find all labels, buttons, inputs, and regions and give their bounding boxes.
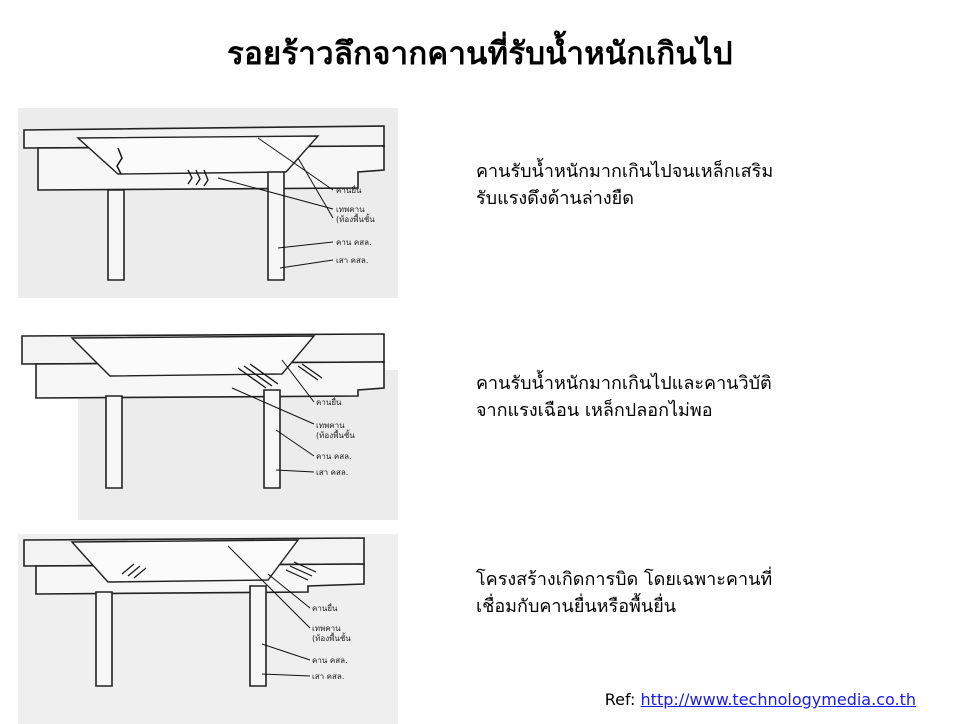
label-rc-column: เสา คสล. [336, 256, 368, 265]
caption-3-line2: เชื่อมกับคานยื่นหรือพื้นยื่น [476, 596, 677, 617]
label-slab: เทพคาน [336, 205, 365, 214]
beam-diagram-1: คานยื่น เทพคาน (ท้องพื้นชั้น คาน คสล. เส… [18, 108, 398, 298]
reference-link[interactable]: http://www.technologymedia.co.th [640, 690, 916, 709]
beam-diagram-2: คานยื่น เทพคาน (ท้องพื้นชั้น คาน คสล. เส… [18, 330, 398, 520]
caption-1-line1: คานรับน้ำหนักมากเกินไปจนเหล็กเสริม [476, 161, 774, 182]
caption-1: คานรับน้ำหนักมากเกินไปจนเหล็กเสริม รับแร… [476, 158, 876, 212]
caption-3-line1: โครงสร้างเกิดการบิด โดยเฉพาะคานที่ [476, 569, 773, 590]
label-rc-beam: คาน คสล. [336, 238, 372, 247]
label-rc-column: เสา คสล. [312, 672, 344, 681]
reference-prefix: Ref: [604, 690, 641, 709]
label-cantilever-beam: คานยื่น [312, 602, 338, 613]
label-slab-note: (ท้องพื้นชั้น [316, 429, 355, 440]
label-slab: เทพคาน [316, 421, 345, 430]
label-slab: เทพคาน [312, 624, 341, 633]
reference: Ref: http://www.technologymedia.co.th [605, 690, 916, 709]
label-rc-beam: คาน คสล. [312, 656, 348, 665]
caption-2: คานรับน้ำหนักมากเกินไปและคานวิบัติ จากแร… [476, 370, 876, 424]
label-rc-column: เสา คสล. [316, 468, 348, 477]
caption-2-line2: จากแรงเฉือน เหล็กปลอกไม่พอ [476, 400, 713, 421]
page-title: รอยร้าวลึกจากคานที่รับน้ำหนักเกินไป [227, 36, 733, 72]
caption-3: โครงสร้างเกิดการบิด โดยเฉพาะคานที่ เชื่อ… [476, 566, 876, 620]
label-cantilever-beam: คานยื่น [316, 396, 342, 407]
label-slab-note: (ท้องพื้นชั้น [312, 632, 351, 643]
label-rc-beam: คาน คสล. [316, 452, 352, 461]
beam-diagram-3: คานยื่น เทพคาน (ท้องพื้นชั้น คาน คสล. เส… [18, 534, 398, 724]
caption-1-line2: รับแรงดึงด้านล่างยืด [476, 188, 634, 209]
label-slab-note: (ท้องพื้นชั้น [336, 213, 375, 224]
label-cantilever-beam: คานยื่น [336, 184, 362, 195]
caption-2-line1: คานรับน้ำหนักมากเกินไปและคานวิบัติ [476, 373, 772, 394]
